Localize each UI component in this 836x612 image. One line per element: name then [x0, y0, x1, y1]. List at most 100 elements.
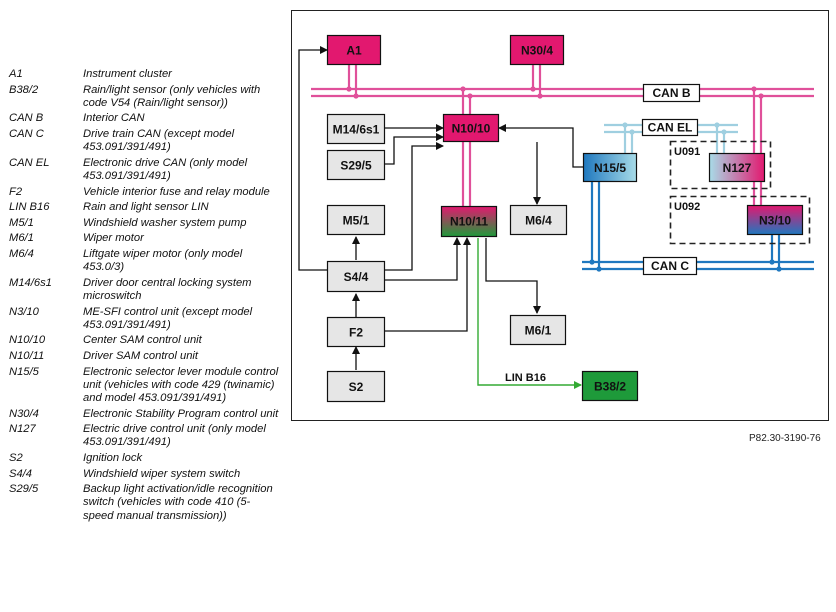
legend-description: Rain/light sensor (only vehicles with co…	[83, 83, 261, 109]
legend-item: CAN C Drive train CAN (except model 453.0…	[9, 128, 279, 154]
legend-description: Ignition lock	[83, 451, 143, 464]
legend-description: Windshield washer system pump	[83, 216, 247, 229]
can-b-junctions	[346, 86, 764, 99]
component-n30-4: N30/4	[509, 34, 565, 66]
component-n10-10: N10/10	[442, 113, 500, 143]
legend-description: Wiper motor	[83, 232, 144, 245]
component-m14-6s1-label: M14/6s1	[333, 123, 380, 137]
legend-description: Electronic Stability Program control uni…	[83, 407, 279, 420]
legend-description: Windshield wiper system switch	[83, 467, 241, 480]
legend-code: N127	[9, 423, 36, 436]
legend-code: S4/4	[9, 467, 33, 480]
component-n15-5-label: N15/5	[594, 161, 626, 175]
component-m6-4-label: M6/4	[525, 214, 552, 228]
wire-s44-n1011	[385, 237, 461, 281]
legend-item: M6/4 Liftgate wiper motor (only model 453…	[9, 248, 279, 274]
legend-description: Electronic selector lever module control…	[83, 365, 279, 404]
legend-description: Interior CAN	[83, 112, 145, 125]
wire-s295-n1010	[385, 133, 444, 165]
component-m5-1: M5/1	[326, 204, 386, 236]
can-b-label-box: CAN B	[642, 83, 701, 103]
legend-code: F2	[9, 185, 23, 198]
legend-item: B38/2 Rain/light sensor (only vehicles wi…	[9, 84, 279, 110]
component-m5-1-label: M5/1	[343, 214, 370, 228]
component-n10-11: N10/11	[440, 205, 498, 238]
legend-code: M5/1	[9, 216, 34, 229]
can-c-bus	[582, 181, 814, 271]
legend-code: N10/11	[9, 349, 45, 362]
legend-description: Vehicle interior fuse and relay module	[83, 185, 270, 198]
component-m6-1-label: M6/1	[525, 324, 552, 338]
can-b-bus	[311, 64, 814, 205]
legend-item: N15/5 Electronic selector lever module co…	[9, 366, 279, 406]
component-f2-label: F2	[349, 326, 363, 340]
wire-s44-n1010	[385, 142, 444, 271]
component-s29-5-label: S29/5	[340, 159, 372, 173]
legend-code: B38/2	[9, 83, 39, 96]
legend-description: Drive train CAN (except model 453.091/39…	[83, 127, 235, 154]
component-m14-6s1: M14/6s1	[326, 113, 386, 145]
component-n3-10-label: N3/10	[759, 214, 791, 228]
legend-item: F2 Vehicle interior fuse and relay module	[9, 186, 279, 199]
legend-description: Driver door central locking system micro…	[83, 276, 252, 302]
legend-code: N30/4	[9, 407, 39, 420]
u091-group	[669, 140, 772, 190]
component-n127-label: N127	[723, 161, 752, 175]
legend-item: S4/4 Windshield wiper system switch	[9, 468, 279, 481]
component-b38-2-label: B38/2	[594, 380, 626, 394]
legend-description: Center SAM control unit	[83, 334, 202, 347]
component-m6-4: M6/4	[509, 204, 568, 236]
component-a1: A1	[326, 34, 382, 66]
u092-label: U092	[674, 201, 700, 213]
can-el-label: CAN EL	[648, 121, 693, 135]
component-s4-4: S4/4	[326, 260, 386, 293]
can-el-label-box: CAN EL	[641, 118, 699, 137]
wire-f2-n1011	[385, 237, 471, 332]
legend-code: M6/4	[9, 247, 34, 260]
legend-code: CAN EL	[9, 156, 50, 169]
u091-label: U091	[674, 146, 700, 158]
legend-description: Instrument cluster	[83, 68, 172, 80]
component-a1-label: A1	[346, 44, 362, 58]
can-b-label: CAN B	[653, 86, 691, 100]
legend-description: Liftgate wiper motor (only model 453.0/3…	[83, 247, 243, 274]
legend-code: CAN B	[9, 112, 44, 125]
lin-b16-line	[477, 238, 582, 389]
legend-code: LIN B16	[9, 201, 50, 214]
network-diagram: U091 U092 LIN B16 CAN B CAN EL CAN C A1	[291, 10, 829, 421]
lin-b16-label: LIN B16	[505, 372, 546, 384]
u092-group	[669, 195, 811, 245]
signal-wires	[298, 46, 583, 370]
legend-code: N15/5	[9, 365, 39, 378]
can-el-junctions	[622, 122, 727, 135]
can-c-junctions	[589, 259, 782, 272]
component-n10-11-label: N10/11	[450, 215, 488, 229]
legend-item: N127 Electric drive control unit (only mo…	[9, 423, 279, 449]
legend-code: N3/10	[9, 305, 39, 318]
component-n127: N127	[708, 152, 766, 183]
component-m6-1: M6/1	[509, 314, 567, 346]
legend-description: Electric drive control unit (only model …	[83, 423, 266, 449]
figure-reference: P82.30-3190-76	[749, 433, 821, 444]
legend-item: N30/4 Electronic Stability Program contro…	[9, 408, 279, 421]
legend-code: S2	[9, 451, 23, 464]
legend-description: Rain and light sensor LIN	[83, 201, 209, 214]
component-n3-10: N3/10	[746, 204, 804, 236]
wire-s44-a1	[298, 46, 328, 271]
can-c-label-box: CAN C	[642, 256, 698, 276]
component-n30-4-label: N30/4	[521, 44, 553, 58]
legend-item: CAN B Interior CAN	[9, 112, 279, 125]
wire-n155-n1010	[498, 124, 583, 168]
component-f2: F2	[326, 316, 386, 348]
legend-code: CAN C	[9, 127, 44, 140]
legend-code: S29/5	[9, 483, 39, 496]
wire-n1011-m61	[485, 238, 541, 314]
